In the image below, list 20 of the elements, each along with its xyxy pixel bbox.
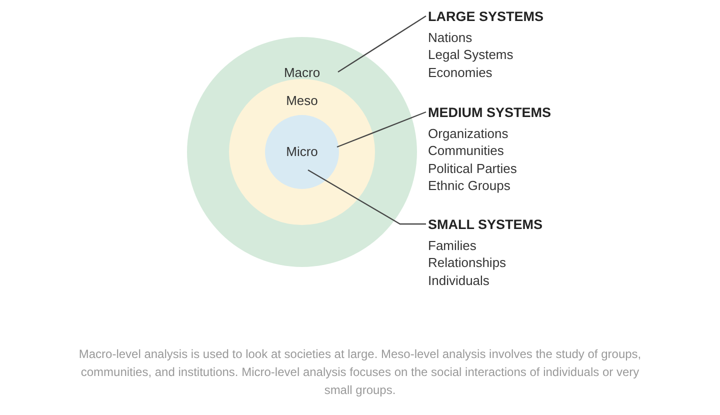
list-item: Families xyxy=(428,236,478,254)
list-item: Nations xyxy=(428,28,474,46)
list-item: Legal Systems xyxy=(428,46,514,64)
list-item: Relationships xyxy=(428,254,508,272)
micro-label: Micro xyxy=(286,144,318,159)
leader-line xyxy=(336,111,426,148)
list-item: Organizations xyxy=(428,124,510,142)
caption: Macro-level analysis is used to look at societies at large. Meso-level analysis involves the study of groups, communities, and institutions. Micro-level analysis focuses on the social interactions of individuals or very small groups. xyxy=(78,346,642,399)
leader-line xyxy=(308,169,426,225)
list-item: Economies xyxy=(428,64,494,81)
leader-line xyxy=(338,16,426,72)
category-heading: LARGE SYSTEMS xyxy=(428,8,544,26)
category-heading: MEDIUM SYSTEMS xyxy=(428,104,552,122)
macro-label: Macro xyxy=(284,65,320,80)
list-item: Individuals xyxy=(428,272,490,289)
list-item: Communities xyxy=(428,142,505,160)
category-heading: SMALL SYSTEMS xyxy=(428,216,543,234)
list-item: Ethnic Groups xyxy=(428,177,512,194)
meso-label: Meso xyxy=(286,93,318,108)
list-item: Political Parties xyxy=(428,160,518,177)
